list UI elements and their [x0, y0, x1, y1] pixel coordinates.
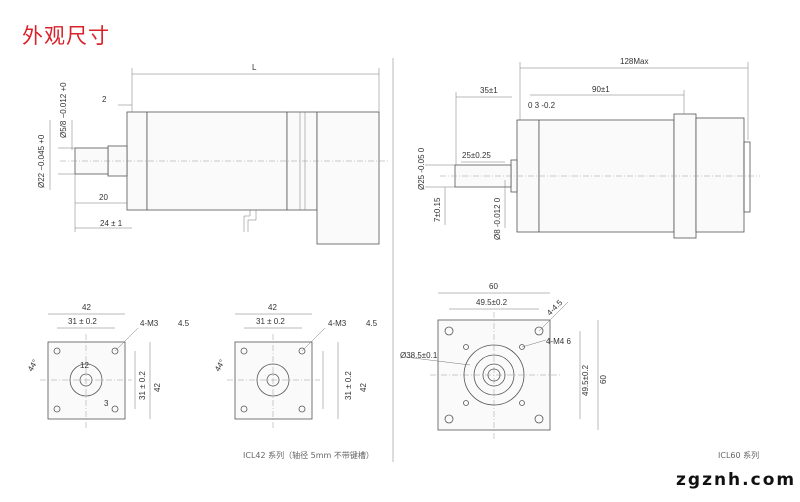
icl42-front-dim-42v: 42	[153, 383, 162, 392]
icl60-dim-shaft: Ø25 -0.05 0	[417, 147, 426, 190]
icl42b-front-dim-42: 42	[268, 303, 277, 312]
icl42-dim-boss: Ø5/8 −0.012 +0	[59, 82, 68, 138]
icl42b-front-hole: 4-M3	[328, 319, 347, 328]
page-title: 外观尺寸	[22, 24, 110, 48]
icl42-dim-24: 24 ± 1	[100, 219, 123, 228]
icl42-dim-20: 20	[99, 193, 108, 202]
icl60-dim-35: 35±1	[480, 86, 498, 95]
icl60-caption: ICL60 系列	[718, 451, 760, 460]
icl60-front-view	[404, 292, 599, 440]
icl60-front-hole: 4-M4 6	[546, 337, 571, 346]
icl60-side-view	[425, 62, 760, 239]
icl42b-front-pitch-v: 31 ± 0.2	[344, 371, 353, 400]
icl42b-front-dim-42v: 42	[359, 383, 368, 392]
icl60-dim-7: 7±0.15	[433, 197, 442, 222]
icl42-caption: ICL42 系列（轴径 5mm 不带键槽）	[243, 451, 374, 460]
icl42-dim-2: 2	[102, 95, 107, 104]
watermark: zgznh.com	[676, 470, 797, 490]
icl60-dim-length: 128Max	[620, 57, 648, 66]
icl42-front-hole: 4-M3	[140, 319, 159, 328]
icl42b-front-angle: 44°	[213, 358, 227, 373]
icl60-front-circle: Ø38.5±0.1	[400, 351, 438, 360]
icl42-front-dim-12: 12	[80, 361, 89, 370]
icl60-front-dim-60v: 60	[599, 375, 608, 384]
icl42-front-dim-3: 3	[104, 399, 109, 408]
icl42b-front-view	[227, 313, 339, 428]
icl42b-front-depth: 4.5	[366, 319, 378, 328]
icl60-front-pitch-v: 49.5±0.2	[581, 364, 590, 396]
icl60-dim-8: Ø8 -0.012 0	[493, 197, 502, 240]
icl60-dim-3: 0 3 -0.2	[528, 101, 556, 110]
icl42-side-view	[49, 68, 390, 245]
icl60-front-angle: 4-4.5	[545, 298, 565, 318]
icl42-front-depth: 4.5	[178, 319, 190, 328]
icl42-dim-shaft: Ø22 −0.045 +0	[37, 134, 46, 188]
icl42b-front-dim-pitch: 31 ± 0.2	[256, 317, 285, 326]
icl60-dim-25: 25±0.25	[462, 151, 491, 160]
icl60-front-dim-pitch: 49.5±0.2	[476, 298, 508, 307]
icl42-front-angle: 44°	[26, 358, 40, 373]
icl42-dim-L: L	[252, 63, 257, 72]
icl60-front-dim-60: 60	[489, 282, 498, 291]
icl60-dim-90: 90±1	[592, 85, 610, 94]
icl42-front-dim-42: 42	[82, 303, 91, 312]
icl42-front-pitch-v: 31 ± 0.2	[138, 371, 147, 400]
icl42-front-view	[40, 313, 151, 428]
icl42-front-dim-pitch: 31 ± 0.2	[68, 317, 97, 326]
